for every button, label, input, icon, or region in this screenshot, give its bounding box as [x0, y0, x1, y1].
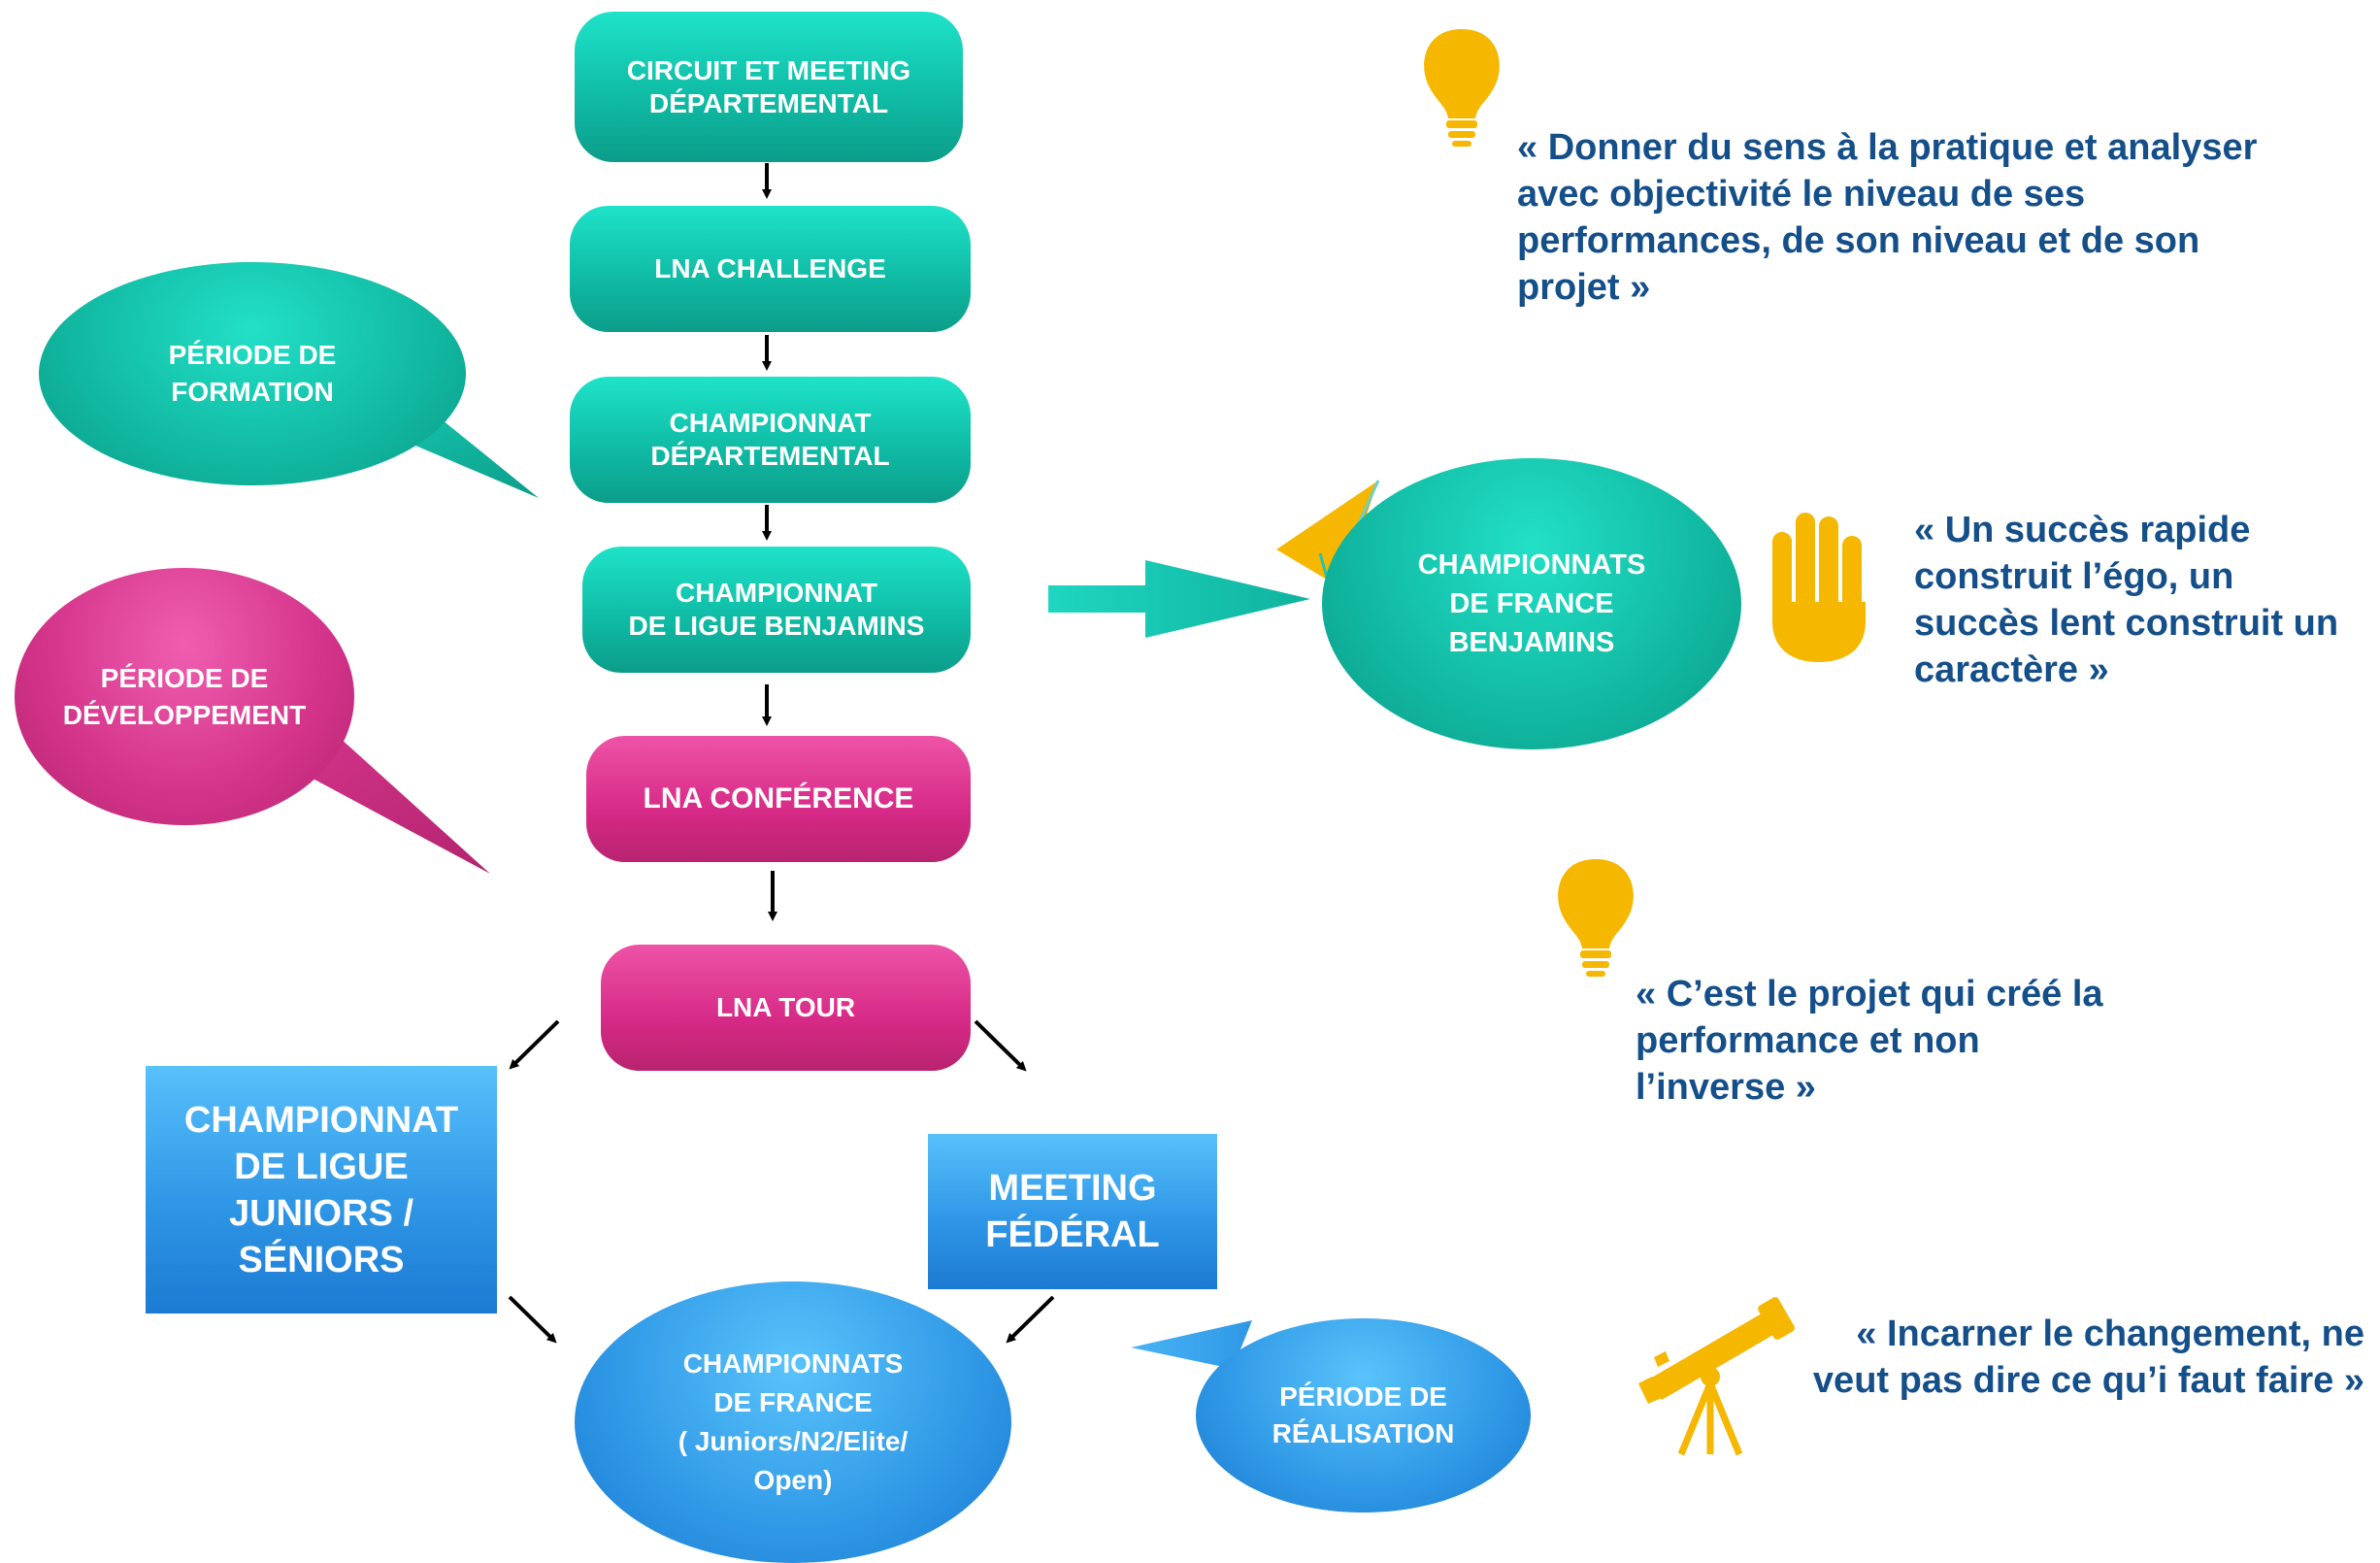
ellipse-france-benjamins: CHAMPIONNATS DE FRANCE BENJAMINS — [1322, 458, 1741, 749]
arrow-ligue-juniors-to-france — [508, 1295, 557, 1344]
arrow-meeting-to-france — [1006, 1295, 1055, 1344]
box-championnat-ligue-benjamins: CHAMPIONNAT DE LIGUE BENJAMINS — [582, 547, 971, 673]
quote-donner-du-sens: « Donner du sens à la pratique et analys… — [1517, 127, 2258, 308]
flow-arrows — [508, 163, 1055, 1344]
bubble-periode-realisation: PÉRIODE DE RÉALISATION — [1196, 1318, 1531, 1513]
arrow-tour-to-ligue-juniors — [509, 1019, 560, 1070]
hand-icon — [1772, 513, 1866, 662]
ellipse-france-juniors: CHAMPIONNATS DE FRANCE ( Juniors/N2/Elit… — [575, 1281, 1011, 1563]
arrow-to-france-benjamins — [1048, 560, 1310, 638]
box-lna-conference: LNA CONFÉRENCE — [586, 736, 971, 862]
bubble-periode-formation: PÉRIODE DE FORMATION — [39, 262, 466, 485]
quote-projet-performance: « C’est le projet qui créé la performanc… — [1636, 974, 2103, 1108]
quote-incarner-changement: « Incarner le changement, ne veut pas di… — [1812, 1314, 2364, 1401]
box-lna-tour: LNA TOUR — [601, 945, 971, 1071]
arrow-tour-to-meeting — [974, 1019, 1027, 1072]
box-championnat-ligue-juniors: CHAMPIONNAT DE LIGUE JUNIORS / SÉNIORS — [146, 1066, 497, 1314]
lightbulb-icon — [1424, 29, 1500, 147]
realisation-bubble-tail — [1131, 1320, 1252, 1369]
box-championnat-departemental: CHAMPIONNAT DÉPARTEMENTAL — [570, 377, 971, 503]
lightbulb-icon — [1558, 859, 1634, 977]
bubble-periode-developpement: PÉRIODE DE DÉVELOPPEMENT — [15, 568, 354, 825]
developpement-bubble-tail — [291, 738, 490, 874]
box-meeting-federal: MEETING FÉDÉRAL — [928, 1134, 1217, 1289]
quote-succes-rapide: « Un succès rapide construit l’égo, un s… — [1914, 510, 2339, 690]
box-lna-challenge: LNA CHALLENGE — [570, 206, 971, 332]
telescope-icon — [1638, 1297, 1795, 1456]
box-circuit-meeting: CIRCUIT ET MEETING DÉPARTEMENTAL — [575, 12, 963, 162]
